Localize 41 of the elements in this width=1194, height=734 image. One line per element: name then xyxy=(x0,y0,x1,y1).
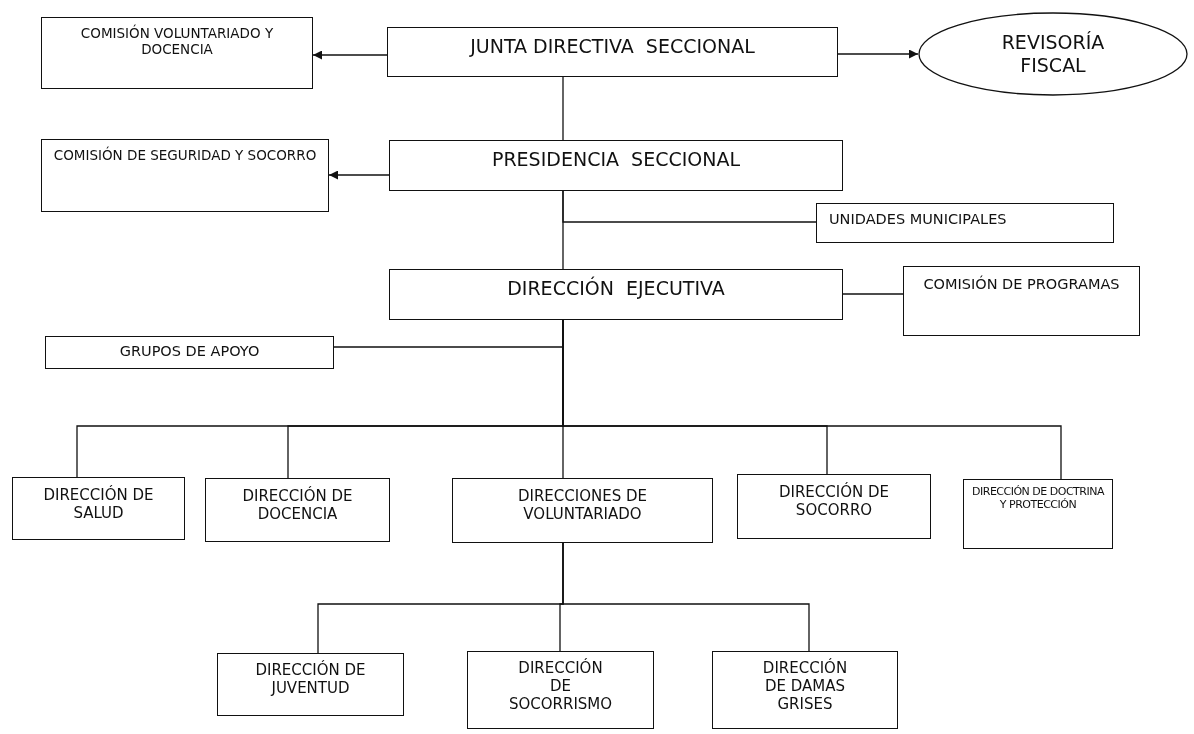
org-box xyxy=(205,478,390,542)
org-box xyxy=(45,336,334,369)
org-box xyxy=(389,140,843,191)
node-label: UNIDADES MUNICIPALES xyxy=(829,211,1007,229)
node-label: DIRECCIÓN DE DAMAS GRISES xyxy=(761,659,849,713)
connector-line xyxy=(842,293,904,295)
node-label: PRESIDENCIA SECCIONAL xyxy=(491,148,741,171)
org-box xyxy=(467,651,654,729)
node-label: REVISORÍA FISCAL xyxy=(1000,31,1106,77)
node-label: DIRECCIÓN DE DOCENCIA xyxy=(241,487,354,523)
arrow xyxy=(328,170,390,180)
org-box xyxy=(12,477,185,540)
node-label: DIRECCIÓN DE SALUD xyxy=(42,486,155,522)
node-label: COMISIÓN DE PROGRAMAS xyxy=(923,276,1120,294)
org-box xyxy=(712,651,898,729)
org-box xyxy=(217,653,404,716)
oval-node xyxy=(918,12,1188,96)
node-label: DIRECCIÓN DE DOCTRINA Y PROTECCIÓN xyxy=(972,485,1104,512)
node-label: DIRECCIÓN DE SOCORRO xyxy=(777,483,891,519)
org-box xyxy=(41,139,329,212)
node-label: DIRECCIÓN DE JUVENTUD xyxy=(254,661,367,697)
node-label: COMISIÓN VOLUNTARIADO Y DOCENCIA xyxy=(79,25,275,58)
connector-line xyxy=(562,542,810,652)
org-box xyxy=(41,17,313,89)
node-label: COMISIÓN DE SEGURIDAD Y SOCORRO xyxy=(53,147,317,164)
node-label: DIRECCIÓN EJECUTIVA xyxy=(507,277,725,300)
node-label: DIRECCIONES DE VOLUNTARIADO xyxy=(516,487,649,523)
org-box xyxy=(903,266,1140,336)
arrow xyxy=(837,49,919,59)
org-box xyxy=(816,203,1114,243)
node-label: GRUPOS DE APOYO xyxy=(119,343,260,361)
connector-line xyxy=(562,76,564,141)
org-box xyxy=(963,479,1113,549)
org-box xyxy=(387,27,838,77)
org-box xyxy=(737,474,931,539)
node-label: JUNTA DIRECTIVA SECCIONAL xyxy=(470,35,755,58)
org-box xyxy=(452,478,713,543)
connector-line xyxy=(562,190,564,270)
arrow xyxy=(312,50,388,60)
node-label: DIRECCIÓN DE SOCORRISMO xyxy=(507,659,614,713)
org-box xyxy=(389,269,843,320)
